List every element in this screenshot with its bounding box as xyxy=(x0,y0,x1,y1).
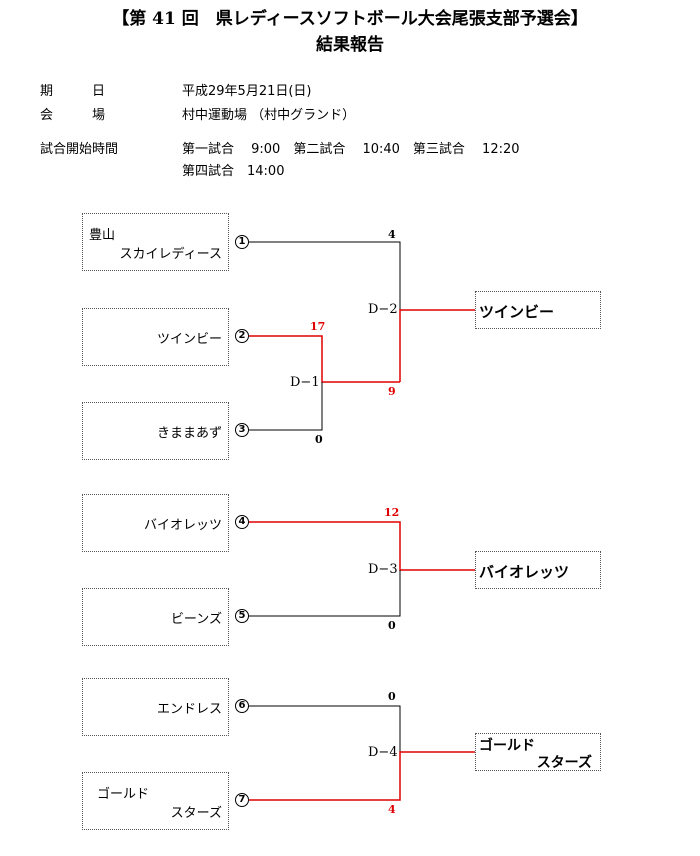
score-d4-top: 0 xyxy=(388,690,396,703)
report-subtitle: 結果報告 xyxy=(316,35,384,55)
winner-3-name-line1: ゴールド xyxy=(479,738,535,754)
winner-1-name: ツインビー xyxy=(479,303,555,321)
time-value-2: 第四試合 14:00 xyxy=(182,164,285,179)
d1-top-line xyxy=(249,335,400,383)
score-d1-top: 17 xyxy=(310,320,326,333)
seed-2-badge: 2 xyxy=(235,329,249,343)
d4-bottom-line xyxy=(249,751,475,801)
team-box-2: ツインビー xyxy=(82,308,229,366)
d3-bottom-line xyxy=(249,570,401,617)
team-box-3: きままあず xyxy=(82,402,229,460)
winner-box-1: ツインビー xyxy=(475,291,601,329)
d3-top-line xyxy=(249,521,475,571)
score-d3-bottom: 0 xyxy=(388,619,396,632)
team-3-name: きままあず xyxy=(156,426,222,441)
seed-6-badge: 6 xyxy=(235,699,249,713)
team-2-name: ツインビー xyxy=(156,332,222,347)
team-box-6: エンドレス xyxy=(82,678,229,736)
match-d2-label: D−2 xyxy=(368,302,398,317)
winner-box-2: バイオレッツ xyxy=(475,551,601,589)
score-d4-bottom: 4 xyxy=(388,803,396,816)
team-box-4: バイオレッツ xyxy=(82,494,229,552)
d1-bottom-line xyxy=(249,382,323,431)
team-6-name: エンドレス xyxy=(156,702,222,717)
d2-bottom-line xyxy=(399,309,475,382)
score-d1-bottom: 0 xyxy=(315,433,323,446)
date-label: 期 日 xyxy=(40,84,106,99)
date-value: 平成29年5月21日(日) xyxy=(182,84,312,99)
match-d1-label: D−1 xyxy=(290,375,320,390)
report-title: 【第 41 回 県レディースソフトボール大会尾張支部予選会】 xyxy=(112,9,588,29)
score-d2-bottom: 9 xyxy=(388,385,396,398)
venue-value: 村中運動場 （村中グランド） xyxy=(182,108,356,123)
winner-2-name: バイオレッツ xyxy=(479,563,570,581)
seed-5-badge: 5 xyxy=(235,609,249,623)
time-value-1: 第一試合 9:00 第二試合 10:40 第三試合 12:20 xyxy=(182,142,520,157)
d4-top-line xyxy=(249,705,401,752)
score-d3-top: 12 xyxy=(384,506,400,519)
team-box-7: ゴールド スターズ xyxy=(82,772,229,830)
time-label: 試合開始時間 xyxy=(40,142,119,157)
team-1-name-line2: スカイレディース xyxy=(119,247,222,262)
score-d2-top: 4 xyxy=(388,228,396,241)
team-box-5: ビーンズ xyxy=(82,588,229,646)
venue-label: 会 場 xyxy=(40,108,106,123)
team-box-1: 豊山 スカイレディース xyxy=(82,213,229,271)
winner-3-name-line2: スターズ xyxy=(536,755,592,771)
team-7-name-line2: スターズ xyxy=(170,806,222,821)
winner-box-3: ゴールド スターズ xyxy=(475,733,601,771)
team-5-name: ビーンズ xyxy=(170,612,222,627)
team-1-name-line1: 豊山 xyxy=(89,228,116,243)
d2-top-line xyxy=(249,241,401,310)
match-d4-label: D−4 xyxy=(368,745,398,760)
seed-4-badge: 4 xyxy=(235,515,249,529)
seed-1-badge: 1 xyxy=(235,235,249,249)
match-d3-label: D−3 xyxy=(368,562,398,577)
seed-3-badge: 3 xyxy=(235,423,249,437)
seed-7-badge: 7 xyxy=(235,793,249,807)
team-7-name-line1: ゴールド xyxy=(97,787,150,802)
team-4-name: バイオレッツ xyxy=(143,518,222,533)
